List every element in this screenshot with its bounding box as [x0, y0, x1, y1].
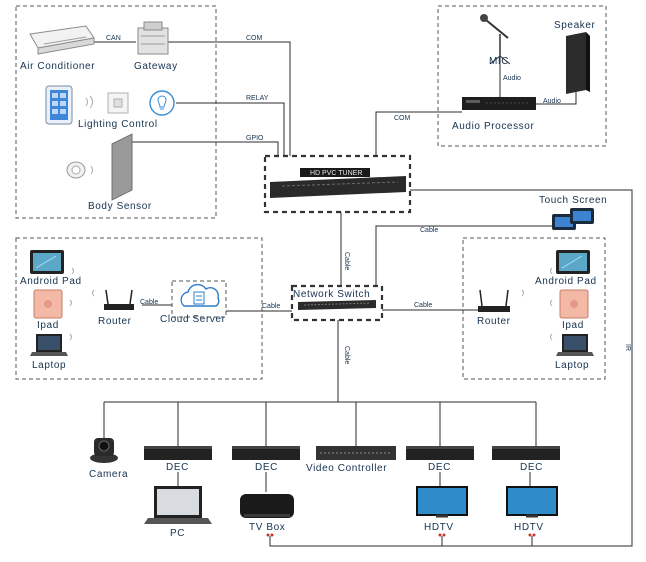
pc-label: PC — [170, 528, 185, 539]
audio-label-mic: Audio — [503, 75, 521, 82]
pc-laptop-icon — [144, 486, 212, 524]
left-android-pad-label: Android Pad — [20, 276, 82, 287]
com-audio-label: COM — [394, 115, 411, 122]
touch-cable-wire — [375, 225, 552, 286]
right-network-region-box — [462, 237, 606, 380]
cable-right-label: Cable — [414, 302, 432, 309]
com-audio-wire — [375, 111, 462, 156]
left-router-label: Router — [98, 316, 132, 327]
right-laptop-icon — [556, 334, 594, 356]
dec-3-icon — [406, 446, 474, 460]
wireless-signal-icon — [69, 267, 95, 341]
body-sensor-label: Body Sensor — [88, 201, 152, 212]
hdtv-2-icon — [506, 486, 558, 518]
control-region-box — [15, 5, 217, 219]
dec-1-icon — [144, 446, 212, 460]
microphone-icon — [480, 14, 511, 65]
camera-label: Camera — [89, 469, 128, 480]
hdtv-2-label: HDTV — [514, 522, 544, 533]
air-conditioner-icon — [29, 25, 95, 55]
central-device-text: HD PVC TUNER — [310, 170, 362, 177]
ir-label: IR — [624, 344, 631, 351]
relay-wire — [176, 102, 285, 156]
right-laptop-label: Laptop — [555, 360, 589, 371]
tv-box-icon — [240, 494, 294, 518]
cable-touch-label: Cable — [420, 227, 438, 234]
left-android-pad-icon — [30, 250, 64, 274]
right-ipad-icon — [559, 289, 589, 319]
camera-icon — [90, 438, 118, 463]
touch-screen-label: Touch Screen — [539, 195, 607, 206]
right-ipad-label: Ipad — [562, 320, 584, 331]
body-sensor-icon — [66, 161, 93, 179]
speaker-icon — [566, 32, 590, 94]
cable-router-label: Cable — [140, 299, 158, 306]
left-ipad-icon — [33, 289, 63, 319]
network-switch-icon — [298, 300, 376, 310]
wireless-signal-icon — [85, 95, 93, 109]
network-switch-label: Network Switch — [293, 289, 370, 300]
light-switch-icon — [107, 92, 129, 114]
ir-wire — [269, 189, 633, 547]
gpio-label: GPIO — [246, 135, 264, 142]
light-bulb-icon — [149, 90, 175, 116]
speaker-label: Speaker — [554, 20, 596, 31]
com-label-top: COM — [246, 35, 263, 42]
audio-region-box — [437, 5, 607, 147]
left-network-region-box — [15, 237, 263, 380]
mic-label: MIC — [489, 56, 509, 67]
right-android-pad-label: Android Pad — [535, 276, 597, 287]
central-control-device-icon — [270, 168, 406, 198]
right-android-pad-icon — [556, 250, 590, 274]
dec-3-label: DEC — [428, 462, 451, 473]
audio-processor-label: Audio Processor — [452, 121, 534, 132]
dec-2-label: DEC — [255, 462, 278, 473]
hdtv-1-label: HDTV — [424, 522, 454, 533]
gateway-label: Gateway — [134, 61, 178, 72]
audio-label-speaker: Audio — [543, 98, 561, 105]
dec-4-icon — [492, 446, 560, 460]
cloud-server-label: Cloud Server — [160, 314, 226, 325]
gpio-wire — [132, 141, 279, 156]
left-laptop-icon — [30, 334, 68, 356]
left-laptop-label: Laptop — [32, 360, 66, 371]
left-router-icon — [104, 289, 134, 310]
lighting-control-label: Lighting Control — [78, 119, 158, 130]
cable-down-label: Cable — [343, 346, 350, 364]
com-wire-top — [168, 41, 291, 156]
dec-2-icon — [232, 446, 300, 460]
air-conditioner-label: Air Conditioner — [20, 61, 95, 72]
video-controller-label: Video Controller — [306, 463, 387, 474]
tv-box-label: TV Box — [249, 522, 285, 533]
sensor-panel-icon — [111, 133, 133, 201]
relay-label: RELAY — [246, 95, 269, 102]
cloud-server-icon — [180, 283, 220, 307]
dec-1-label: DEC — [166, 462, 189, 473]
hdtv-1-icon — [416, 486, 468, 518]
touch-screen-icon — [552, 208, 594, 230]
left-ipad-label: Ipad — [37, 320, 59, 331]
cable-server-label: Cable — [262, 303, 280, 310]
wireless-signal-icon — [521, 267, 553, 341]
cloud-server-frame — [171, 280, 227, 318]
lighting-panel-icon — [45, 85, 73, 125]
gateway-icon — [137, 21, 169, 55]
right-router-icon — [478, 289, 510, 312]
video-controller-icon — [316, 446, 396, 460]
central-device-frame — [263, 154, 412, 214]
audio-processor-icon — [462, 97, 536, 110]
audio-wire-speaker — [536, 92, 577, 105]
can-label: CAN — [106, 35, 121, 42]
cable-central-label: Cable — [343, 252, 350, 270]
right-router-label: Router — [477, 316, 511, 327]
dec-4-label: DEC — [520, 462, 543, 473]
ir-emitter-icon — [266, 533, 536, 537]
network-switch-frame — [290, 284, 384, 322]
